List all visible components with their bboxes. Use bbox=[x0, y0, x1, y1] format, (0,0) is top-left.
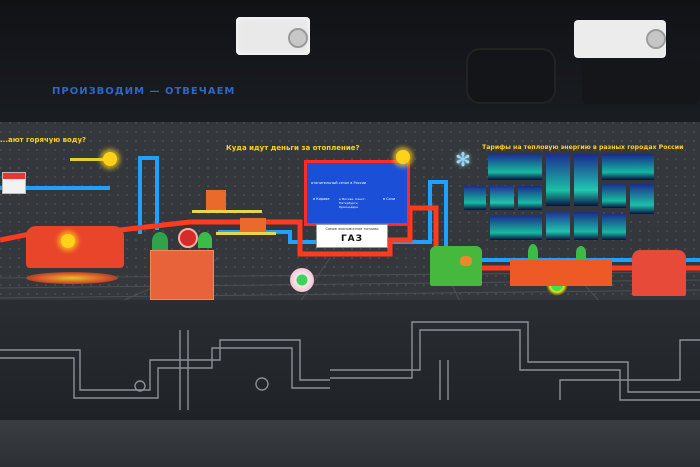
boiler-object bbox=[206, 190, 226, 210]
snowflake-icon: ✻ bbox=[455, 149, 471, 171]
boiler-shelf bbox=[192, 210, 262, 213]
calendar-icon bbox=[2, 172, 26, 194]
sofa bbox=[26, 226, 124, 268]
city-photo-grid bbox=[462, 150, 662, 246]
gas-caption: Самое экономичное топливо bbox=[325, 227, 379, 231]
city-photo bbox=[630, 184, 654, 214]
tv-right-label: в Сочи bbox=[383, 197, 396, 201]
sun-icon bbox=[103, 152, 117, 166]
cat bbox=[460, 256, 472, 266]
city-photo bbox=[602, 154, 654, 180]
speaker-right bbox=[582, 60, 700, 104]
city-photo bbox=[574, 212, 598, 240]
chair-red bbox=[632, 250, 686, 296]
pump-valve-icon bbox=[178, 228, 198, 248]
city-photo bbox=[574, 154, 598, 206]
tv-frame: отопительный сезон в России в Кирове в М… bbox=[304, 160, 410, 226]
projector-right-lens bbox=[646, 29, 666, 49]
battery-object bbox=[240, 218, 266, 232]
projector-left-lens bbox=[288, 28, 308, 48]
tv-center-label: в Москве, Санкт-Петербурге, Краснодаре bbox=[339, 197, 366, 209]
city-photo bbox=[488, 154, 542, 180]
city-photo bbox=[602, 214, 626, 240]
plant bbox=[152, 232, 168, 250]
lower-shelf bbox=[216, 232, 276, 235]
plant-3 bbox=[528, 244, 538, 260]
city-photo bbox=[490, 186, 514, 210]
plant-2 bbox=[198, 232, 212, 248]
shelf-line bbox=[70, 158, 108, 161]
gas-box: Самое экономичное топливо ГАЗ bbox=[316, 224, 388, 248]
heating-question: Куда идут деньги за отопление? bbox=[226, 144, 360, 152]
speaker bbox=[466, 48, 556, 104]
city-photo bbox=[602, 184, 626, 208]
tv-line1: отопительный сезон в России bbox=[311, 181, 367, 185]
touch-button-left[interactable] bbox=[290, 268, 314, 292]
city-photo bbox=[546, 212, 570, 240]
city-photo bbox=[518, 186, 542, 210]
city-photo bbox=[464, 186, 486, 210]
rug bbox=[26, 272, 118, 284]
hot-water-question: ...ают горячую воду? bbox=[0, 136, 87, 144]
tariffs-title: Тарифы на тепловую энергию в разных горо… bbox=[482, 144, 684, 151]
armchair-green bbox=[430, 246, 482, 286]
cold-pipe-vertical bbox=[138, 156, 159, 234]
lower-panel bbox=[0, 300, 700, 420]
sun-icon-tv bbox=[396, 150, 410, 164]
city-photo bbox=[546, 154, 570, 206]
cabinet bbox=[150, 250, 214, 300]
radiator-console bbox=[510, 260, 612, 286]
gas-label: ГАЗ bbox=[340, 234, 364, 244]
plant-4 bbox=[576, 246, 586, 260]
sofa-sun-icon bbox=[61, 234, 75, 248]
floor bbox=[0, 420, 700, 467]
pipe-outline-art bbox=[0, 321, 700, 410]
tv-left-label: в Кирове bbox=[313, 197, 330, 201]
city-photo bbox=[490, 216, 542, 240]
ceiling-sign: ПРОИЗВОДИМ — ОТВЕЧАЕМ bbox=[52, 86, 236, 97]
